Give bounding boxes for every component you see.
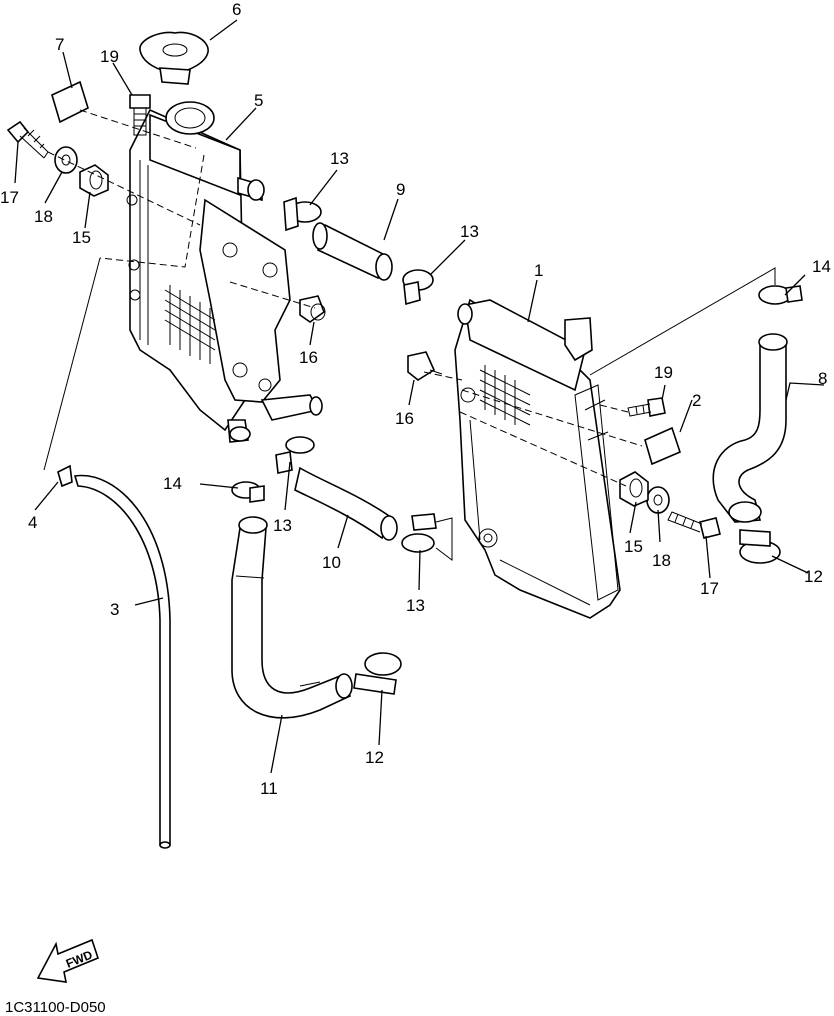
collar-16-right	[407, 351, 443, 381]
callout-3: 3	[110, 600, 119, 619]
label-plate-right	[644, 426, 681, 466]
clamp-13-c	[275, 436, 315, 474]
washer-18-right	[646, 486, 670, 514]
callout-13-b: 13	[460, 222, 479, 241]
bolt-17-right	[667, 511, 721, 539]
callout-14-right: 14	[812, 257, 831, 276]
callout-13-a: 13	[330, 149, 349, 168]
callout-17-right: 17	[700, 579, 719, 598]
left-radiator	[126, 101, 323, 443]
callout-16-right: 16	[395, 409, 414, 428]
bolt-19-left	[129, 94, 151, 136]
callout-12-left: 12	[365, 748, 384, 767]
grommet-15-right	[619, 471, 649, 507]
hose-8	[712, 333, 788, 523]
label-plate	[51, 80, 89, 124]
callout-5: 5	[254, 91, 263, 110]
callout-19-right: 19	[654, 363, 673, 382]
callout-4: 4	[28, 513, 37, 532]
callout-17-left: 17	[0, 188, 19, 207]
assembly-lines-solid	[43, 257, 776, 471]
clamp-13-a	[283, 196, 322, 232]
collar-16-left	[299, 295, 326, 323]
callout-2: 2	[692, 391, 701, 410]
callout-6: 6	[232, 0, 241, 19]
callout-1: 1	[534, 261, 543, 280]
breather-tube-3	[73, 474, 171, 849]
clamp-12-right	[739, 529, 781, 564]
clamp-14-right	[758, 285, 803, 305]
bolt-19-right	[627, 397, 666, 417]
callout-10: 10	[322, 553, 341, 572]
callout-18-right: 18	[652, 551, 671, 570]
hose-10	[294, 466, 398, 541]
clamp-12-left	[353, 652, 402, 695]
clamp-13-d	[401, 513, 453, 561]
grommet-15-left	[79, 164, 109, 197]
callout-18-left: 18	[34, 207, 53, 226]
radiator-cap	[139, 31, 209, 85]
callout-19-left: 19	[100, 47, 119, 66]
callout-15-left: 15	[72, 228, 91, 247]
callout-8: 8	[818, 369, 827, 388]
right-radiator	[454, 298, 621, 619]
callout-9: 9	[396, 180, 405, 199]
callout-14-left: 14	[163, 474, 182, 493]
callout-numbers: 1 2 3 4 5 6 7 8 9 10 11 12 12 13 13 13 1…	[0, 0, 831, 798]
callout-13-d: 13	[406, 596, 425, 615]
callout-7: 7	[55, 35, 64, 54]
clamp-13-b	[402, 269, 434, 306]
hose-11	[231, 516, 353, 719]
washer-18-left	[54, 146, 78, 174]
callout-13-c: 13	[273, 516, 292, 535]
diagram-code: 1C31100-D050	[5, 999, 106, 1016]
hose-9	[312, 222, 393, 281]
assembly-lines	[47, 109, 643, 487]
callout-15-right: 15	[624, 537, 643, 556]
clip-4	[57, 464, 73, 488]
callout-11: 11	[260, 779, 278, 798]
bolt-17-left	[6, 120, 49, 159]
leader-lines	[14, 19, 825, 774]
callout-16-left: 16	[299, 348, 318, 367]
fwd-arrow: FWD	[36, 938, 99, 983]
callout-12-right: 12	[804, 567, 823, 586]
clamp-14-left	[231, 481, 265, 503]
